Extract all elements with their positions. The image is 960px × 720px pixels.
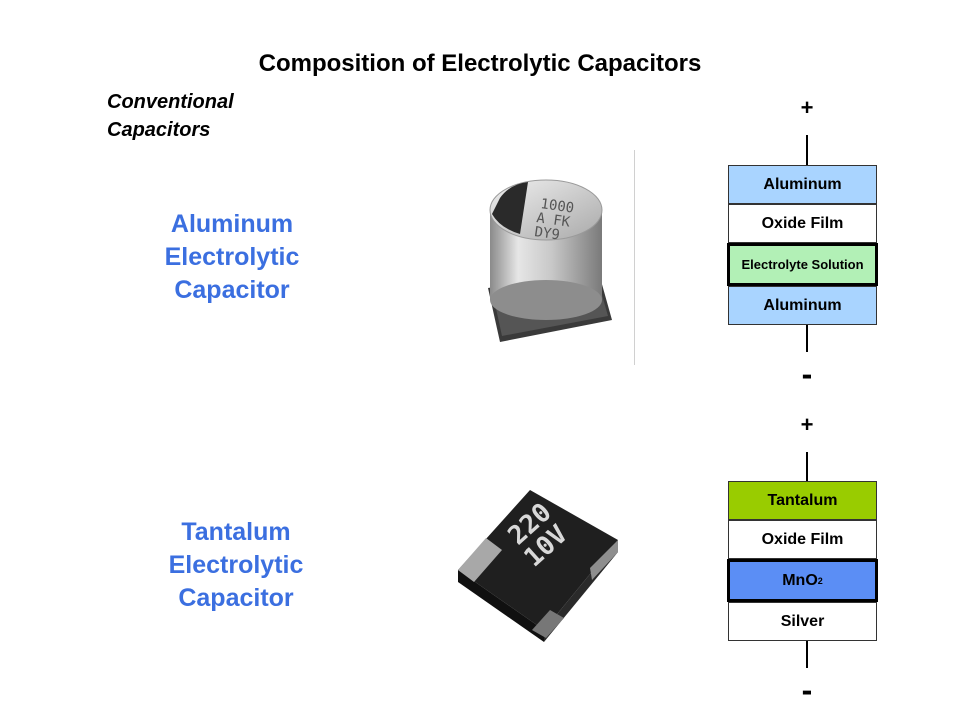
- slide-title: Composition of Electrolytic Capacitors: [258, 50, 702, 77]
- tantalum-plus-sign: +: [800, 412, 814, 437]
- aluminum-layer-oxide-film: Oxide Film: [728, 204, 877, 243]
- aluminum-top-lead: [806, 135, 808, 165]
- aluminum-marking-line-2: A FK: [535, 210, 571, 231]
- divider-line: [634, 150, 635, 365]
- aluminum-marking-line-1: 1000: [539, 196, 575, 217]
- aluminum-layer-electrolyte: Electrolyte Solution: [727, 243, 878, 286]
- tantalum-capacitor-label: Tantalum Electrolytic Capacitor: [136, 516, 336, 615]
- mno2-formula: MnO: [782, 571, 818, 589]
- subtitle-line-2: Capacitors: [107, 119, 211, 141]
- tantalum-label-line-2: Electrolytic: [168, 551, 304, 579]
- aluminum-minus-sign: -: [801, 356, 813, 392]
- aluminum-marking-line-3: DY9: [533, 224, 560, 243]
- aluminum-layer-anode: Aluminum: [728, 165, 877, 204]
- tantalum-layer-oxide-film: Oxide Film: [728, 520, 877, 559]
- aluminum-capacitor-image: 1000 A FK DY9: [488, 179, 612, 342]
- mno2-subscript: 2: [817, 575, 823, 586]
- tantalum-label-line-3: Capacitor: [178, 584, 294, 612]
- tantalum-layer-silver: Silver: [728, 602, 877, 641]
- tantalum-minus-sign: -: [801, 672, 813, 708]
- tantalum-top-lead: [806, 452, 808, 481]
- aluminum-plus-sign: +: [800, 95, 814, 120]
- tantalum-capacitor-image: 220 10V: [458, 490, 618, 642]
- subtitle-line-1: Conventional: [107, 91, 234, 113]
- aluminum-layer-cathode: Aluminum: [728, 286, 877, 325]
- tantalum-label-line-1: Tantalum: [181, 518, 291, 546]
- aluminum-label-line-1: Aluminum: [170, 210, 294, 238]
- aluminum-label-line-2: Electrolytic: [164, 243, 300, 271]
- aluminum-label-line-3: Capacitor: [174, 276, 290, 304]
- section-subtitle: Conventional Capacitors: [107, 88, 234, 144]
- aluminum-capacitor-label: Aluminum Electrolytic Capacitor: [132, 208, 332, 307]
- aluminum-bottom-lead: [806, 325, 808, 352]
- tantalum-layer-anode: Tantalum: [728, 481, 877, 520]
- tantalum-bottom-lead: [806, 641, 808, 668]
